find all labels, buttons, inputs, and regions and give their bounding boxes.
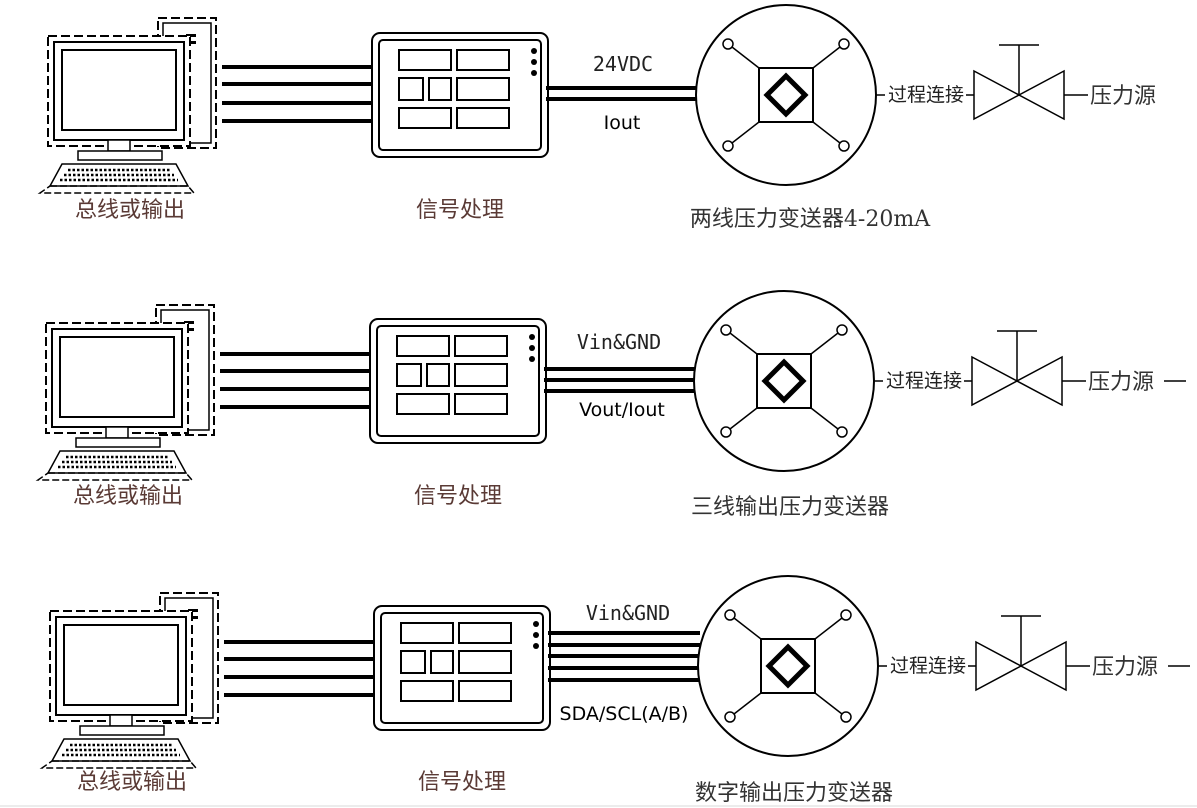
transmitter-wires [544, 367, 696, 393]
transmitter-label: 三线输出压力变送器 [691, 495, 889, 520]
bus-wires-left [220, 352, 370, 409]
pressure-transmitter-icon [698, 576, 878, 756]
signal-processor-icon [369, 318, 547, 444]
computer-icon [36, 303, 216, 482]
pressure-source-label: 压力源 [1090, 84, 1156, 109]
transmitter-label: 数字输出压力变送器 [695, 781, 893, 806]
process-connection-label: 过程连接 [888, 84, 964, 106]
transmitter-label: 两线压力变送器4-20mA [690, 207, 931, 232]
transmitter-wires [548, 631, 700, 682]
computer-label: 总线或输出 [75, 198, 185, 223]
processor-label: 信号处理 [418, 770, 506, 795]
processor-label: 信号处理 [416, 198, 504, 223]
computer-icon [40, 591, 220, 770]
upper-wire-label: Vin&GND [577, 330, 661, 354]
computer-icon [38, 16, 218, 195]
upper-wire-label: Vin&GND [586, 601, 670, 625]
computer-label: 总线或输出 [73, 484, 183, 509]
signal-processor-icon [373, 605, 551, 731]
pressure-transmitter-icon [694, 291, 874, 471]
valve-icon [975, 615, 1067, 691]
bus-wires-left [224, 640, 374, 697]
lower-wire-label: Iout [604, 112, 641, 134]
lower-wire-label: Vout/Iout [579, 399, 665, 421]
pressure-source-label: 压力源 [1092, 655, 1158, 680]
upper-wire-label: 24VDC [593, 52, 653, 76]
row-three-wire: 总线或输出 信号处理 Vin&GND Vout/Iout 三线输出压力变送器 过… [36, 291, 1186, 520]
bus-wires-left [222, 65, 372, 123]
valve-icon [971, 330, 1063, 406]
process-connection-label: 过程连接 [890, 655, 966, 677]
computer-label: 总线或输出 [77, 770, 187, 795]
process-connection-label: 过程连接 [886, 370, 962, 392]
row-digital: 总线或输出 信号处理 Vin&GND SDA/SCL(A/B) 数字输出压力变送… [40, 576, 1190, 806]
pressure-source-label: 压力源 [1088, 370, 1154, 395]
pressure-transmitter-icon [696, 5, 876, 185]
valve-icon [973, 44, 1065, 120]
processor-label: 信号处理 [414, 484, 502, 509]
row-two-wire: 总线或输出 信号处理 24VDC Iout 两线压力变送器4-20mA 过程连接… [38, 5, 1156, 232]
signal-processor-icon [371, 32, 549, 158]
transmitter-wires [546, 86, 698, 101]
lower-wire-label: SDA/SCL(A/B) [560, 703, 689, 725]
